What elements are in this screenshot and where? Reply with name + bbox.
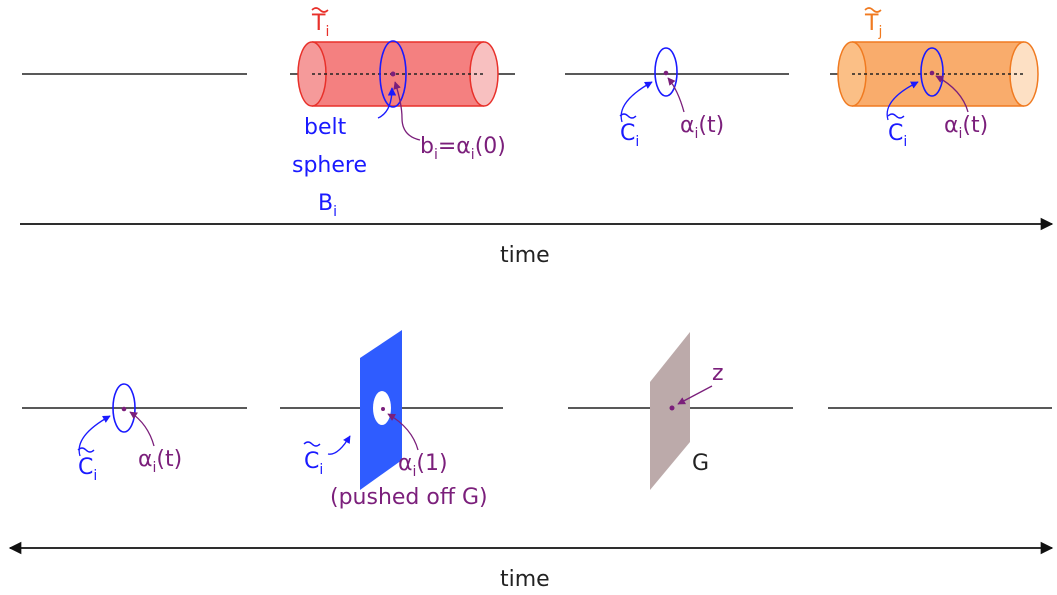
alpha-t-arrow — [667, 77, 685, 113]
bottom-row: Ci αi(t) Ci αi(1) (pushed off G) z G — [8, 330, 1054, 592]
tilde-icon — [311, 7, 329, 13]
alpha-t-label-2: αi(t) — [944, 113, 988, 142]
b-loop-C-i — [112, 383, 136, 433]
cylinder-T-j — [830, 41, 1039, 107]
belt-arrow — [377, 87, 397, 119]
T-i-label: Ti — [311, 11, 329, 40]
b-i-pointer — [393, 81, 421, 141]
C-i-label: Ci — [620, 121, 639, 150]
b-C-i-label: Ci — [78, 455, 97, 484]
z-point — [669, 405, 675, 411]
b-i-alpha-0-label: bi=αi(0) — [420, 134, 506, 163]
loop-C-i — [654, 47, 678, 97]
top-row: Ti belt sphere Bi bi=αi(0) Ci αi(t) — [20, 7, 1054, 268]
pushed-off-label: (pushed off G) — [330, 485, 488, 510]
T-j-label: Tj — [864, 11, 882, 40]
cylinder-T-i — [290, 40, 515, 108]
G-label: G — [692, 451, 709, 476]
belt-sphere-circle — [379, 40, 407, 108]
C-i-label-2: Ci — [888, 121, 907, 150]
alpha-1-label: αi(1) — [398, 451, 448, 480]
alpha-t-label: αi(t) — [680, 113, 724, 142]
belt-label: belt — [304, 115, 347, 140]
B-i-label: Bi — [318, 191, 337, 220]
time-label-bottom: time — [500, 567, 550, 592]
b-alpha-t-label: αi(t) — [138, 447, 182, 476]
z-label: z — [712, 361, 724, 386]
time-label-top: time — [500, 243, 550, 268]
gray-sheet-G — [650, 332, 690, 490]
sphere-label: sphere — [292, 153, 367, 178]
b-C-i-label-2: Ci — [304, 449, 323, 478]
b-i-point — [390, 71, 396, 77]
C-i-arrow — [620, 81, 653, 123]
alpha-point — [663, 70, 669, 76]
